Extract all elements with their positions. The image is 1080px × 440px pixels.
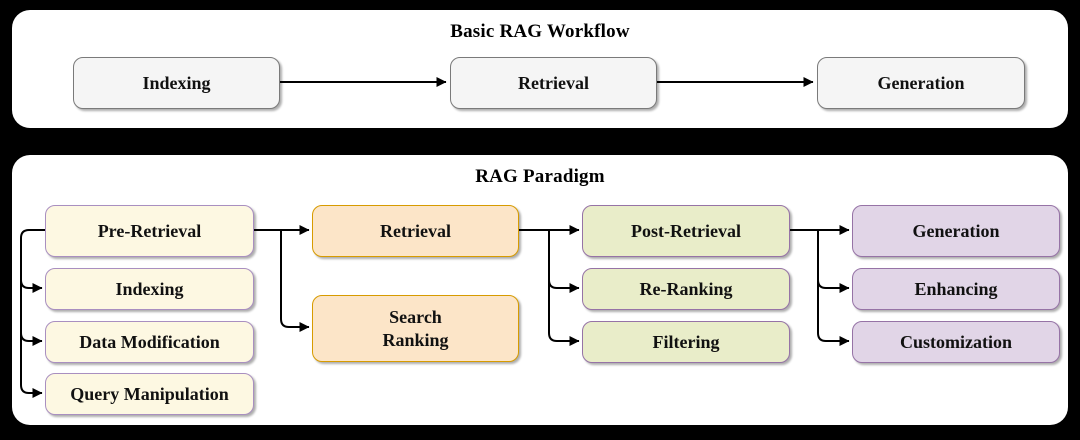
node-data-modification: Data Modification — [45, 321, 254, 363]
node-generation-label: Generation — [912, 220, 1000, 241]
node-post-retrieval: Post-Retrieval — [582, 205, 790, 257]
node-basic-indexing-label: Indexing — [142, 72, 211, 93]
node-basic-retrieval: Retrieval — [450, 57, 657, 109]
node-filtering-label: Filtering — [652, 331, 720, 352]
node-retrieval: Retrieval — [312, 205, 519, 257]
node-generation: Generation — [852, 205, 1060, 257]
node-enhancing-label: Enhancing — [914, 278, 998, 299]
node-customization: Customization — [852, 321, 1060, 363]
node-pre-retrieval: Pre-Retrieval — [45, 205, 254, 257]
node-search-ranking: Search Ranking — [312, 295, 519, 362]
node-retrieval-label: Retrieval — [380, 220, 451, 241]
node-basic-generation-label: Generation — [877, 72, 965, 93]
node-post-retrieval-label: Post-Retrieval — [631, 220, 741, 241]
node-query-manipulation: Query Manipulation — [45, 373, 254, 415]
node-search-ranking-label: Search Ranking — [382, 307, 449, 350]
node-query-manipulation-label: Query Manipulation — [70, 383, 229, 404]
node-re-ranking-label: Re-Ranking — [639, 278, 733, 299]
node-basic-indexing: Indexing — [73, 57, 280, 109]
node-data-modification-label: Data Modification — [79, 331, 220, 352]
node-indexing: Indexing — [45, 268, 254, 310]
node-filtering: Filtering — [582, 321, 790, 363]
node-basic-generation: Generation — [817, 57, 1025, 109]
node-indexing-label: Indexing — [115, 278, 184, 299]
rag-paradigm-title: RAG Paradigm — [475, 166, 605, 187]
node-pre-retrieval-label: Pre-Retrieval — [97, 220, 202, 241]
node-basic-retrieval-label: Retrieval — [518, 72, 589, 93]
node-customization-label: Customization — [900, 331, 1012, 352]
basic-workflow-title: Basic RAG Workflow — [450, 21, 630, 42]
node-enhancing: Enhancing — [852, 268, 1060, 310]
node-re-ranking: Re-Ranking — [582, 268, 790, 310]
